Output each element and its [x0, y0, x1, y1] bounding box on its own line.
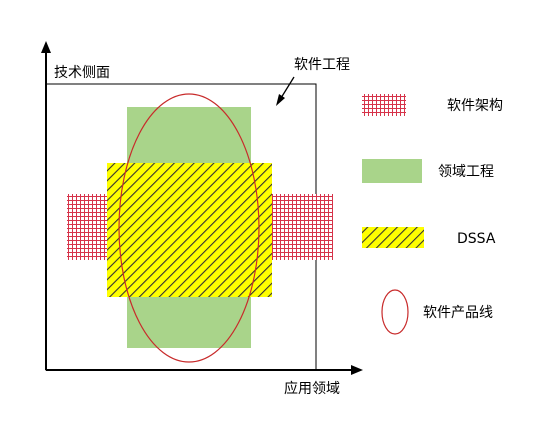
legend-swatch-domain-engineering: [362, 159, 422, 183]
arrow-pointer-icon: [280, 76, 295, 99]
y-axis-arrowhead-icon: [41, 41, 51, 53]
y-axis-label: 技术侧面: [54, 65, 110, 81]
legend-label-software-product-line: 软件产品线: [423, 305, 493, 321]
software-product-line-ellipse: [118, 93, 260, 363]
x-axis-arrowhead-icon: [351, 365, 363, 375]
x-axis-label: 应用领域: [284, 380, 340, 397]
software-architecture-area-left: [67, 194, 109, 260]
legend-swatch-software-architecture: [362, 94, 406, 116]
legend-label-software-architecture: 软件架构: [447, 98, 503, 114]
arrow-pointer-head-icon: [276, 94, 285, 106]
outer-box-label: 软件工程: [294, 57, 350, 73]
legend: 软件架构 领域工程 DSSA 软件产品线: [362, 94, 503, 335]
software-architecture-area-right: [271, 194, 333, 260]
ellipse-outline-icon: [381, 289, 409, 335]
legend-label-domain-engineering: 领域工程: [438, 164, 494, 180]
dssa-area: [107, 163, 272, 297]
legend-label-dssa: DSSA: [457, 231, 496, 247]
legend-swatch-dssa: [362, 227, 424, 248]
